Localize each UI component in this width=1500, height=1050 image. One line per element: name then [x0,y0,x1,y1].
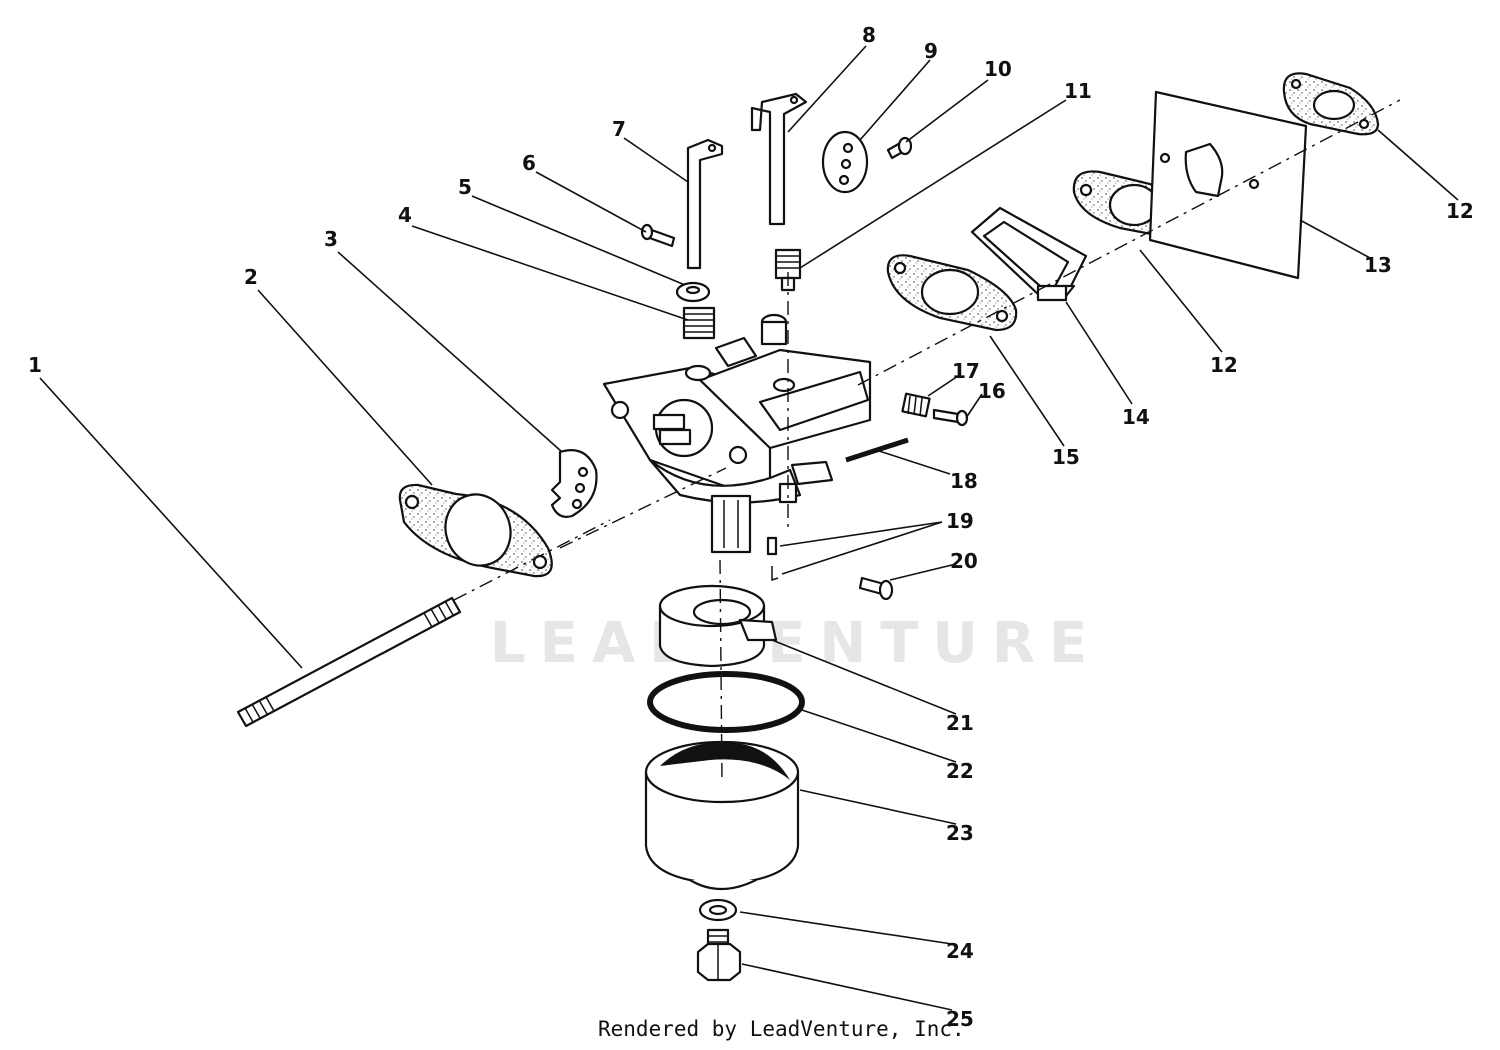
callout-22: 22 [946,759,974,783]
callout-15: 15 [1052,445,1080,469]
watermark-text: LEADVENTURE [490,611,1101,676]
callout-21: 21 [946,711,974,735]
carburetor-body [602,313,872,554]
part-10-screw [886,136,913,160]
part-25-bowl-nut [696,928,742,982]
callout-25: 25 [946,1007,974,1031]
part-1-stud [236,596,462,728]
part-12-gasket-upper [1282,72,1380,136]
callout-19: 19 [946,509,974,533]
callout-11: 11 [1064,79,1092,103]
part-22-o-ring [647,671,805,733]
callout-3: 3 [324,227,338,251]
leader-lines [39,45,1459,1011]
part-3-throttle-plate [550,449,598,518]
callout-13: 13 [1364,253,1392,277]
callout-7: 7 [612,117,626,141]
callout-20: 20 [950,549,978,573]
part-6-screw [640,223,676,248]
part-8-choke-shaft [750,92,808,226]
part-5-seal [675,281,711,303]
callout-18: 18 [950,469,978,493]
callout-1: 1 [28,353,42,377]
part-9-choke-plate [821,130,869,194]
callout-5: 5 [458,175,472,199]
part-7-throttle-shaft [686,138,724,270]
assembly-axes [453,99,1401,781]
part-21-float [658,584,778,668]
callout-10: 10 [984,57,1012,81]
part-16-screw [932,408,969,427]
part-13-insulator-plate [1148,90,1308,280]
part-2-gasket [398,483,553,578]
part-17-spring [901,392,931,418]
part-20-screw [858,576,894,601]
callout-4: 4 [398,203,412,227]
part-4-spring [682,306,716,340]
callout-12-upper: 12 [1446,199,1474,223]
callout-23: 23 [946,821,974,845]
part-14-spacer [970,206,1088,302]
callout-8: 8 [862,23,876,47]
callout-2: 2 [244,265,258,289]
callout-12-lower: 12 [1210,353,1238,377]
part-24-washer [698,898,738,922]
callout-6: 6 [522,151,536,175]
part-23-float-bowl [644,740,800,890]
callout-24: 24 [946,939,974,963]
part-19-inlet-needle [766,536,779,582]
credit-line: Rendered by LeadVenture, Inc. [598,1017,965,1041]
part-15-gasket [886,254,1018,332]
callout-17: 17 [952,359,980,383]
callout-14: 14 [1122,405,1150,429]
callout-16: 16 [978,379,1006,403]
callout-9: 9 [924,39,938,63]
callout-numbers: 1 2 3 4 5 6 7 8 9 10 11 12 12 13 14 15 1… [28,23,1474,1031]
